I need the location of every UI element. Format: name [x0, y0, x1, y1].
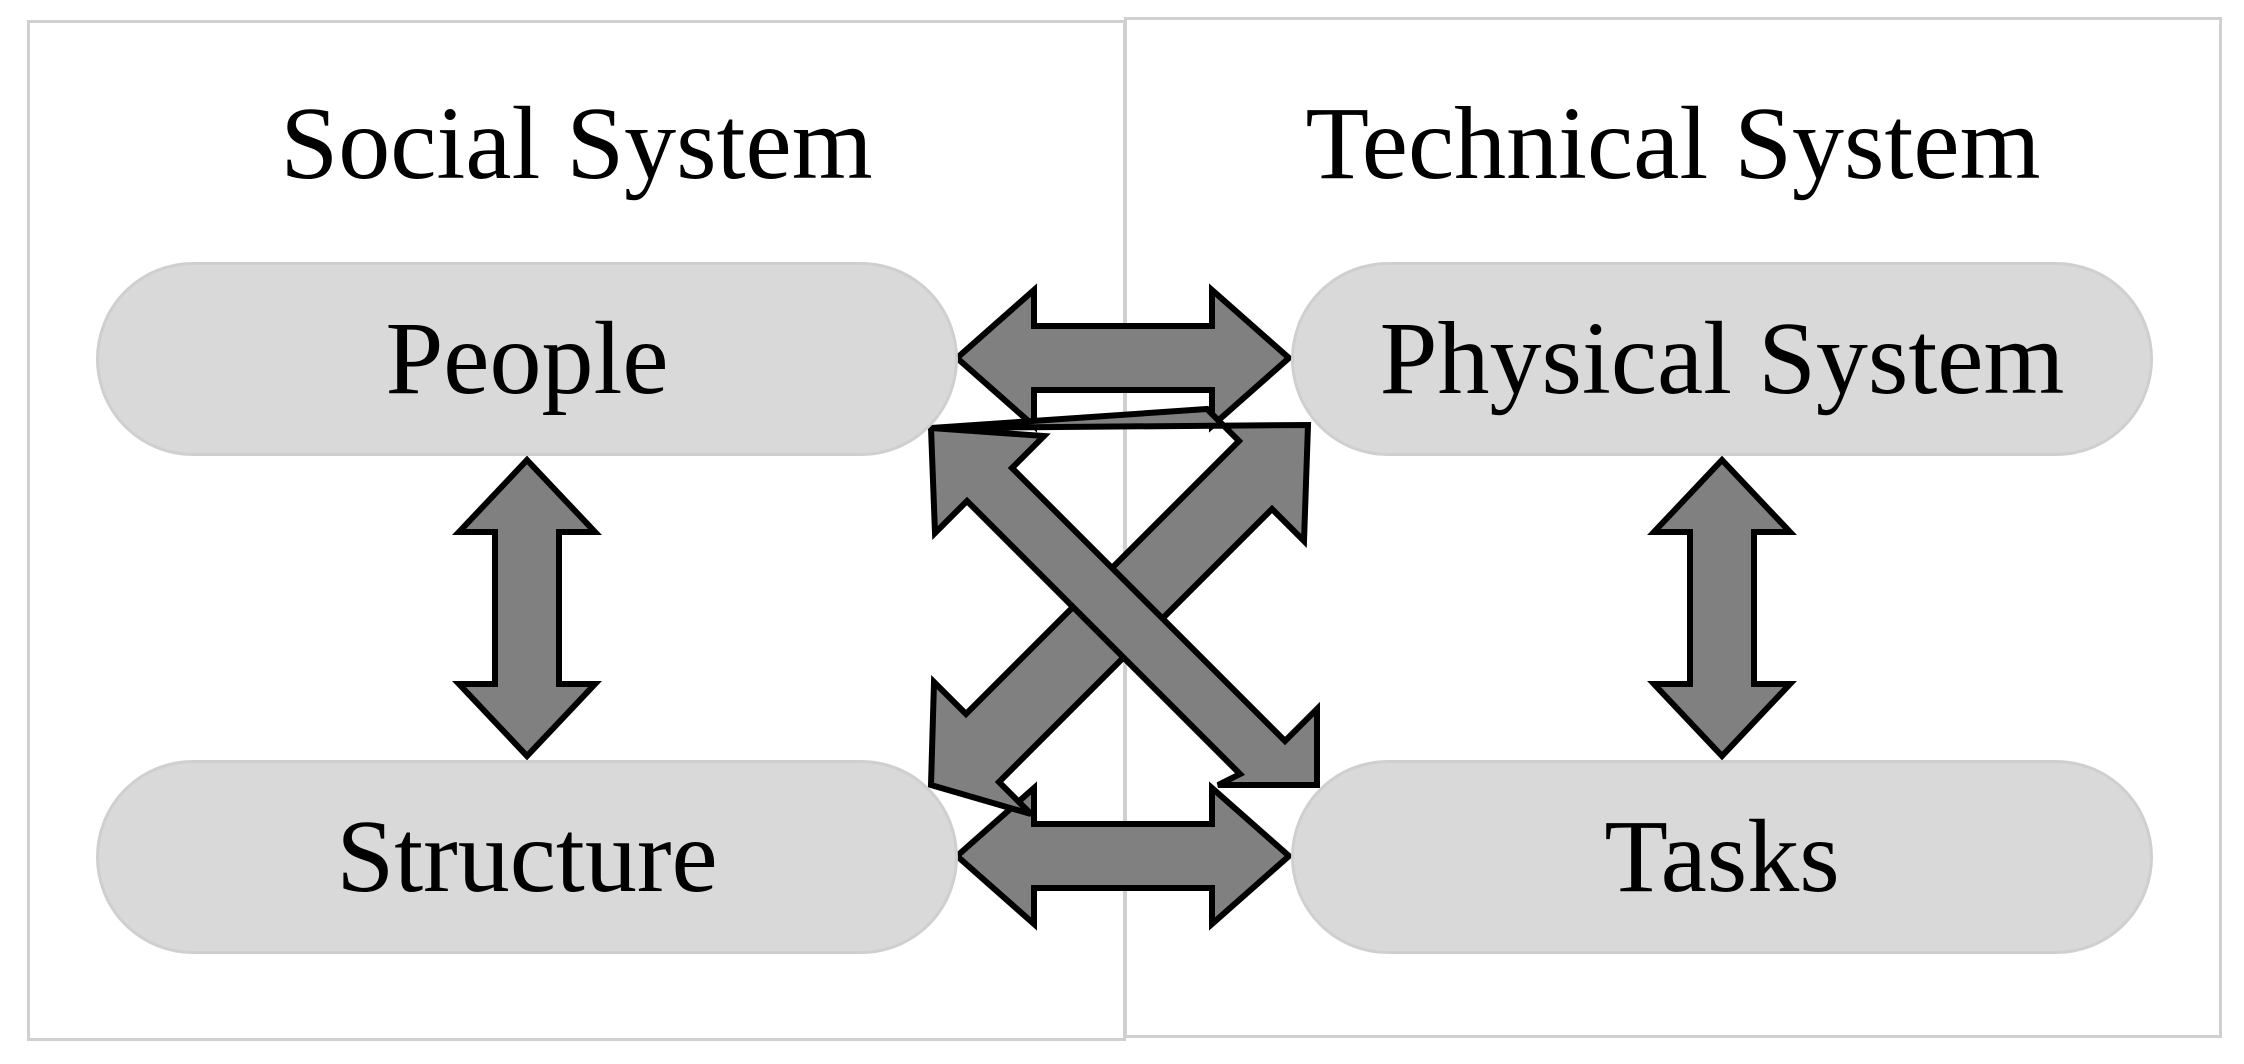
- technical-system-title: Technical System: [1305, 86, 2041, 201]
- node-structure-label: Structure: [336, 799, 718, 914]
- node-tasks: Tasks: [1291, 760, 2153, 954]
- node-tasks-label: Tasks: [1604, 799, 1840, 914]
- node-physical-system-label: Physical System: [1379, 301, 2065, 416]
- social-system-title: Social System: [280, 86, 873, 201]
- node-physical-system: Physical System: [1291, 262, 2153, 456]
- node-people-label: People: [385, 301, 669, 416]
- node-people: People: [96, 262, 958, 456]
- node-structure: Structure: [96, 760, 958, 954]
